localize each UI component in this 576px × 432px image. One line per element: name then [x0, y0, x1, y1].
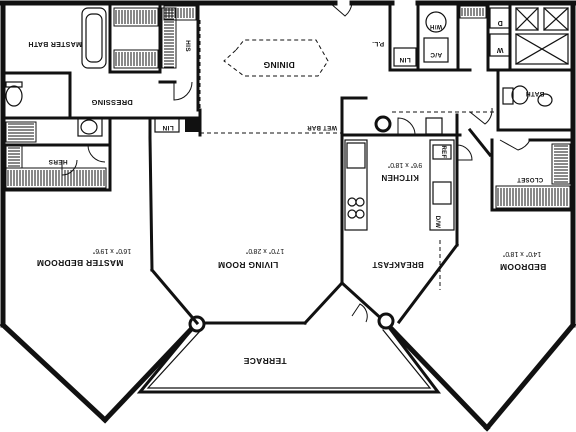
kitchen-counter-left	[344, 139, 368, 231]
ref-label: REF	[440, 146, 446, 159]
closet-shelving	[5, 5, 571, 209]
dressing-label: DRESSING	[91, 98, 133, 107]
toilet	[5, 85, 23, 107]
living-room-label: LIVING ROOM	[218, 260, 278, 270]
terrace	[136, 280, 442, 394]
labels: DINING DRESSING MASTER BATH HIS HERS LIN…	[28, 19, 546, 366]
breakfast-label: BREAKFAST	[372, 260, 424, 269]
lin-dressing-label: LIN	[162, 124, 173, 131]
column-right	[377, 312, 395, 330]
terrace-label: TERRACE	[243, 356, 286, 366]
hers-label: HERS	[48, 158, 68, 165]
bedroom-dims: 14'0" x 18'0"	[502, 250, 541, 257]
master-bath-label: MASTER BATH	[28, 40, 82, 47]
closet-label: CLOSET	[517, 176, 543, 182]
dryer-box	[489, 7, 511, 29]
water-heater-icon	[425, 11, 447, 33]
sink	[80, 119, 98, 135]
dw-label: D/W	[434, 216, 440, 229]
doors	[61, 2, 531, 176]
dining-label: DINING	[263, 60, 295, 70]
master-bedroom-dims: 16'0" x 19'6"	[92, 247, 131, 254]
kitchen-dims: 9'6" x 18'0"	[387, 161, 422, 168]
washer-box	[489, 33, 511, 57]
lin-entry-label: LIN	[399, 56, 410, 63]
wet-bar-label: WET BAR	[307, 124, 337, 130]
his-label: HIS	[184, 40, 191, 52]
fixtures	[5, 7, 569, 231]
kitchen-counter-right	[429, 139, 455, 231]
ac-label: A/C	[430, 51, 442, 58]
ac-unit	[423, 37, 449, 63]
interior-walls	[1, 1, 575, 326]
dryer-label: D	[497, 19, 502, 26]
washer-label: W	[496, 46, 503, 53]
kitchen-label: KITCHEN	[381, 173, 419, 182]
bathtub	[81, 7, 107, 69]
living-room-dims: 17'0" x 28'0"	[245, 247, 284, 254]
wh-label: W/H	[430, 23, 443, 29]
master-bedroom-label: MASTER BEDROOM	[37, 258, 124, 268]
dining-table	[223, 39, 329, 77]
pl-label: P.L.	[372, 40, 384, 47]
dashed-lines	[199, 20, 495, 290]
bedroom-label: BEDROOM	[500, 262, 547, 272]
bath-label: BATH	[526, 90, 545, 97]
